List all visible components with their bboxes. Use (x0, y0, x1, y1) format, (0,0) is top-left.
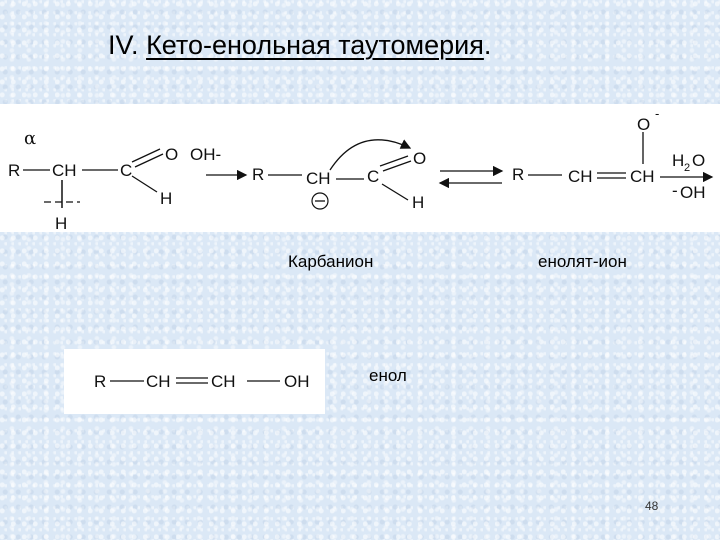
bond-c-h-2 (381, 183, 409, 201)
negative-charge-circle (311, 192, 329, 210)
alpha-symbol: α (24, 128, 36, 149)
enol-r: R (94, 372, 106, 391)
slide-title: IV. Кето-енольная таутомерия. (108, 30, 491, 61)
alpha-hydrogen: H (55, 214, 67, 232)
hydroxide-prefix: - (672, 181, 678, 200)
electron-shift-arrow (329, 139, 412, 171)
hydroxide-reagent: OH- (190, 145, 221, 164)
anion-charge: - (655, 106, 659, 121)
enolate-label: енолят-ион (538, 252, 627, 271)
enol-oh: OH (284, 372, 310, 391)
enol-formula-panel: R CH CH OH (64, 349, 325, 414)
enolate-carbon: CH (630, 167, 655, 186)
r-group-3: R (512, 165, 524, 184)
enolate-ch: CH (568, 167, 593, 186)
carbonyl-carbon-2: C (367, 167, 379, 186)
carbonyl-carbon-1: C (120, 161, 132, 180)
oxygen-1: O (165, 145, 178, 164)
carbanion-label: Карбанион (288, 252, 374, 271)
enol-ch-1: CH (146, 372, 171, 391)
alpha-carbon: CH (52, 161, 77, 180)
reaction-scheme-panel: α R CH C O H H OH- R CH C O H R (0, 104, 720, 232)
double-bond-co-2a (379, 155, 409, 167)
page-number: 48 (645, 499, 659, 513)
hydroxide-product: OH (680, 183, 706, 202)
r-group-1: R (8, 161, 20, 180)
double-bond-co-2b (382, 160, 412, 172)
reaction-scheme: α R CH C O H H OH- R CH C O H R (8, 106, 714, 232)
title-text: Кето-енольная таутомерия (146, 30, 484, 60)
oxygen-anion: O (637, 115, 650, 134)
aldehyde-h-2: H (412, 193, 424, 212)
water-h: H (672, 151, 684, 170)
oxygen-2: O (413, 149, 426, 168)
double-bond-co-1a (131, 148, 161, 163)
water-o: O (692, 151, 705, 170)
enol-formula: R CH CH OH (94, 372, 310, 391)
water-subscript: 2 (684, 162, 690, 174)
r-group-2: R (252, 165, 264, 184)
carbanion-carbon: CH (306, 169, 331, 188)
title-end: . (483, 30, 492, 60)
enol-label: енол (369, 366, 407, 385)
bond-c-h-1 (131, 175, 158, 193)
title-number: IV (108, 30, 132, 60)
aldehyde-h-1: H (160, 189, 172, 208)
enol-ch-2: CH (211, 372, 236, 391)
title-separator: . (131, 30, 147, 60)
double-bond-co-1b (134, 153, 164, 168)
